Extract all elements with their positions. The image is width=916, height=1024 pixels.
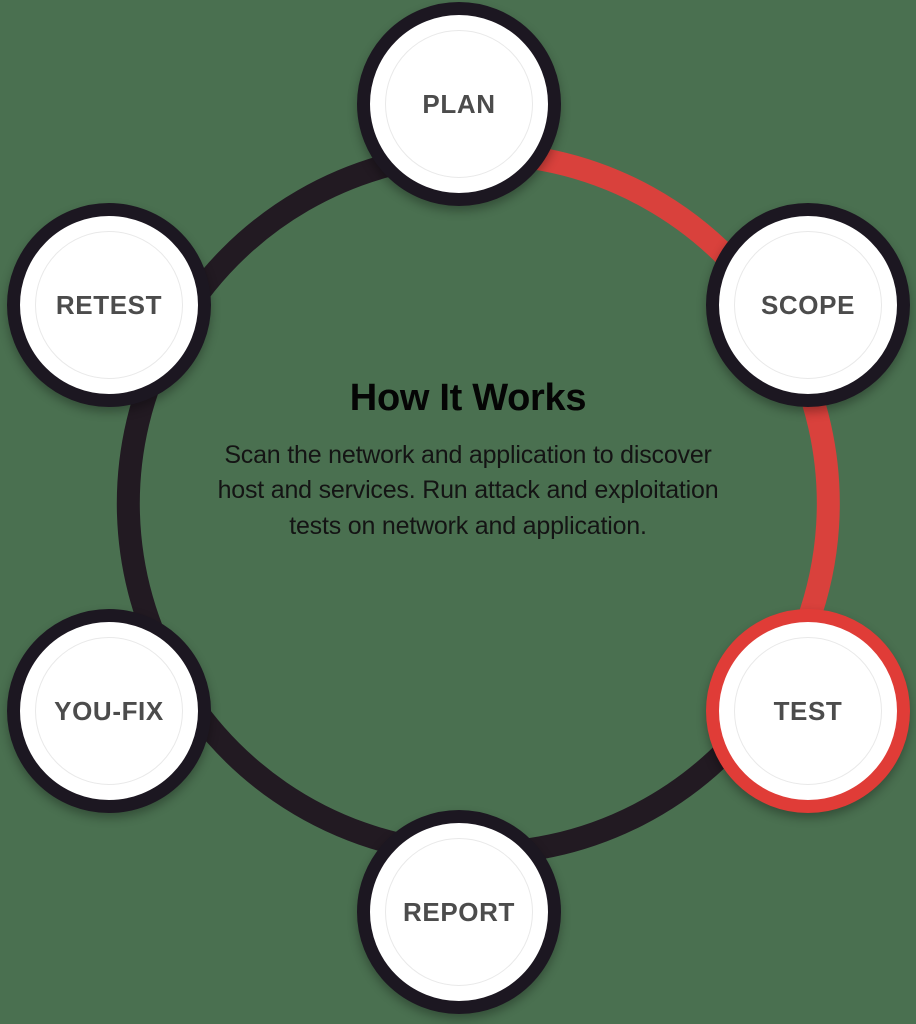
cycle-node-report[interactable]: REPORT	[357, 810, 561, 1014]
center-text-block: How It Works Scan the network and applic…	[178, 377, 758, 544]
cycle-node-you-fix[interactable]: YOU-FIX	[7, 609, 211, 813]
cycle-node-plan[interactable]: PLAN	[357, 2, 561, 206]
cycle-node-label-test: TEST	[773, 695, 843, 726]
page-title: How It Works	[349, 377, 587, 419]
cycle-node-scope[interactable]: SCOPE	[706, 203, 910, 407]
cycle-node-label-retest: RETEST	[55, 289, 163, 320]
cycle-node-label-plan: PLAN	[422, 88, 496, 119]
description-text: Scan the network and application to disc…	[217, 440, 719, 540]
cycle-node-label-report: REPORT	[403, 896, 515, 927]
cycle-node-retest[interactable]: RETEST	[7, 203, 211, 407]
cycle-node-label-scope: SCOPE	[760, 289, 856, 320]
cycle-node-test[interactable]: TEST	[706, 609, 910, 813]
cycle-node-label-you-fix: YOU-FIX	[54, 695, 164, 726]
